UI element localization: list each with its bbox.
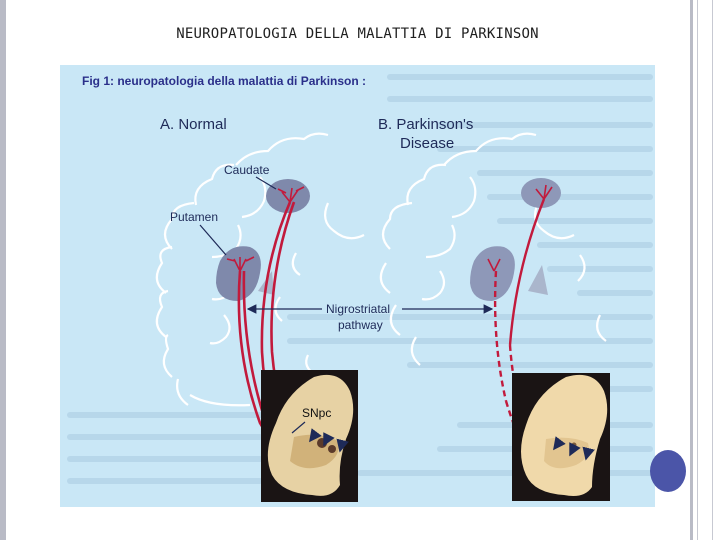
panel-a-label: A. Normal <box>160 116 227 133</box>
putamen-label: Putamen <box>170 210 218 224</box>
slide-title: NEUROPATOLOGIA DELLA MALATTIA DI PARKINS… <box>0 26 715 42</box>
parkinson-figure: Fig 1: neuropatologia della malattia di … <box>60 65 655 507</box>
pathway-label-line1: Nigrostriatal <box>326 302 390 316</box>
figure-illustration: Fig 1: neuropatologia della malattia di … <box>60 65 655 507</box>
figure-caption: Fig 1: neuropatologia della malattia di … <box>82 74 366 88</box>
left-border-bar <box>0 0 6 540</box>
snpc-photo-normal <box>261 370 358 502</box>
panel-b-label-line1: B. Parkinson's <box>378 116 473 133</box>
putamen-parkinson <box>470 246 515 301</box>
right-border-line <box>697 0 698 540</box>
slide-nav-dot[interactable] <box>650 450 686 492</box>
snpc-label: SNpc <box>302 406 331 420</box>
snpc-photo-parkinson <box>512 373 610 501</box>
caudate-label: Caudate <box>224 163 270 177</box>
panel-b-label-line2: Disease <box>400 135 454 152</box>
right-border-line <box>712 0 713 540</box>
pathway-label-line2: pathway <box>338 318 383 332</box>
ventricle-shape <box>528 265 548 295</box>
right-border-line <box>690 0 693 540</box>
